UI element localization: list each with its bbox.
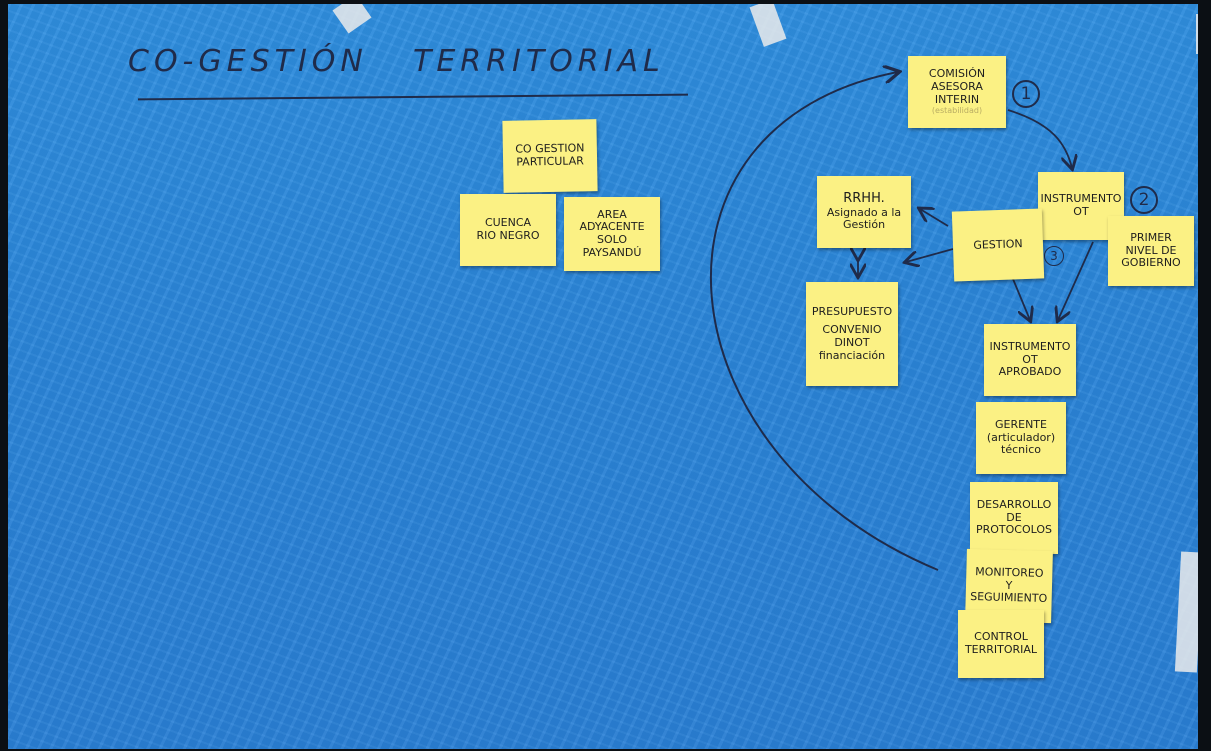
arrow-gestion-to-presupuesto: [906, 248, 954, 262]
note-line: RRHH.: [843, 190, 885, 206]
page-title: CO-GESTIÓN TERRITORIAL: [128, 44, 688, 94]
note-line: GERENTE: [995, 418, 1047, 432]
note-line: GESTION: [973, 236, 1023, 252]
title-left: CO-GESTIÓN: [128, 44, 368, 79]
step-number-1: 1: [1012, 80, 1040, 108]
note-line: GOBIERNO: [1121, 256, 1181, 270]
note-line: financiación: [818, 348, 886, 362]
note-gerente: GERENTE (articulador) técnico: [976, 402, 1066, 474]
title-right: TERRITORIAL: [413, 44, 665, 79]
note-line: COMISIÓN: [928, 67, 986, 81]
note-line: OT: [1073, 205, 1089, 218]
note-line: CONVENIO: [822, 323, 882, 337]
flow-arrows: [710, 4, 1094, 571]
note-line: SOLO PAYSANDÚ: [582, 233, 642, 259]
note-line: (estabilidad): [931, 106, 983, 116]
arrow-gestion-to-rrhh: [920, 209, 949, 227]
loop-arrow: [710, 72, 939, 571]
note-line: AREA ADYACENTE: [579, 207, 645, 234]
note-area-adyacente: AREA ADYACENTE SOLO PAYSANDÚ: [564, 197, 660, 271]
note-line: PROTOCOLOS: [975, 523, 1053, 537]
note-desarrollo-protocolos: DESARROLLO DE PROTOCOLOS: [970, 482, 1058, 554]
note-line: DINOT: [834, 336, 870, 349]
note-line: CUENCA: [484, 216, 532, 230]
arrow-comision-to-instrumento: [1007, 109, 1072, 168]
note-cuenca-rio-negro: CUENCA RIO NEGRO: [460, 194, 556, 266]
note-line: NIVEL DE: [1125, 243, 1177, 257]
note-comision-asesora: COMISIÓN ASESORA INTERIN (estabilidad): [908, 56, 1006, 128]
note-line: Asignado a la: [826, 205, 902, 219]
note-line: CONTROL: [974, 630, 1028, 644]
note-line: DESARROLLO: [976, 498, 1052, 512]
arrow-gestion-to-aprobado: [1012, 278, 1030, 320]
note-line: PRIMER: [1130, 231, 1172, 245]
note-control-territorial: CONTROL TERRITORIAL: [958, 610, 1044, 678]
note-line: OT: [1022, 352, 1038, 366]
note-line: PRESUPUESTO: [811, 304, 893, 318]
note-line: Gestión: [842, 218, 886, 232]
tape: [1196, 14, 1198, 54]
note-line: ASESORA INTERIN: [931, 80, 983, 106]
note-instrumento-aprobado: INSTRUMENTO OT APROBADO: [984, 324, 1076, 396]
note-line: técnico: [1001, 443, 1041, 457]
note-line: (articulador): [986, 430, 1056, 444]
note-line: RIO NEGRO: [476, 229, 540, 242]
note-line: DE: [1006, 510, 1022, 524]
step-number-2: 2: [1130, 186, 1158, 214]
note-line: INSTRUMENTO: [1040, 192, 1122, 206]
note-line: APROBADO: [998, 365, 1062, 379]
note-gestion: GESTION: [951, 208, 1045, 282]
note-primer-nivel-gobierno: PRIMER NIVEL DE GOBIERNO: [1108, 216, 1194, 286]
note-line: SEGUIMIENTO: [970, 590, 1048, 606]
note-rrhh: RRHH. Asignado a la Gestión: [817, 176, 911, 248]
note-line: INSTRUMENTO: [989, 340, 1071, 354]
step-number-3: 3: [1044, 246, 1064, 266]
blue-paper-board: CO-GESTIÓN TERRITORIAL CO GESTION PARTIC…: [8, 4, 1198, 749]
note-presupuesto: PRESUPUESTO CONVENIO DINOT financiación: [806, 282, 898, 386]
arrow-instrumento-to-aprobado: [1058, 241, 1094, 320]
note-line: TERRITORIAL: [964, 643, 1038, 656]
